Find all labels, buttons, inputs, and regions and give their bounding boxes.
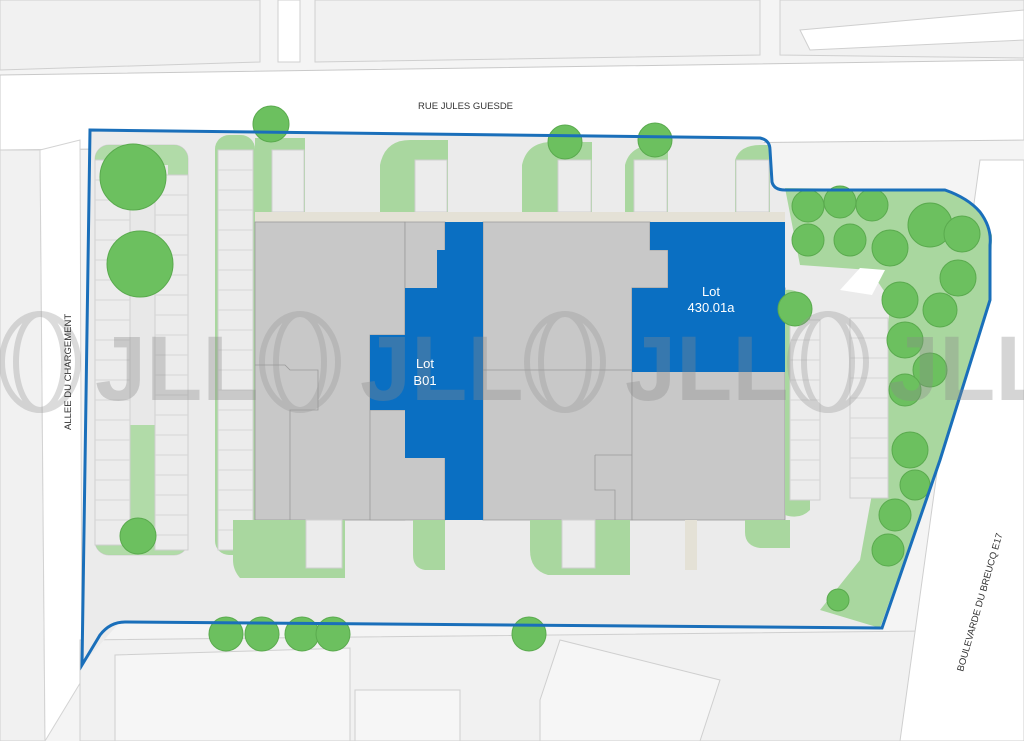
lot-430-01a-label-line2: 430.01a xyxy=(688,300,736,315)
watermark-text-2: JLL xyxy=(360,318,524,420)
watermark-text-3: JLL xyxy=(625,318,789,420)
watermark-text-4: JLL xyxy=(888,318,1024,420)
site-area xyxy=(80,105,992,671)
street-label-north: RUE JULES GUESDE xyxy=(418,101,513,112)
north-parking xyxy=(255,138,785,222)
lot-labels: Lot B01 Lot 430.01a xyxy=(413,284,735,388)
street-label-west: ALLEE DU CHARGEMENT xyxy=(63,314,74,430)
south-green xyxy=(233,519,790,578)
lot-430-01a-area[interactable] xyxy=(632,222,785,372)
jll-watermark: JLL JLL JLL JLL xyxy=(0,311,1024,420)
lot-highlights xyxy=(370,222,785,520)
lot-b01-label-line1: Lot xyxy=(416,356,434,371)
lot-b01-label-line2: B01 xyxy=(413,373,436,388)
lot-b01-area[interactable] xyxy=(370,222,483,520)
watermark-text-1: JLL xyxy=(95,318,259,420)
lot-430-01a-label-line1: Lot xyxy=(702,284,720,299)
site-boundary xyxy=(80,128,992,671)
